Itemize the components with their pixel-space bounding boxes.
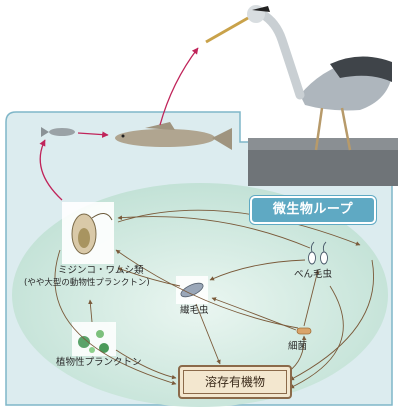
arrow-phyto-to-zooplankton — [88, 299, 93, 323]
phytoplankton-image — [72, 322, 116, 356]
arrow-right-return — [289, 259, 374, 381]
bacteria-label: 細菌 — [288, 341, 308, 352]
zooplankton-image — [62, 202, 114, 264]
arrow-flagellate-to-dom — [289, 285, 344, 389]
arrow-bacteria-to-zooplankton — [115, 249, 299, 329]
zooplankton-note: (やや大型の動物性プランクトン) — [24, 278, 150, 288]
arrow-ciliate-to-dom — [195, 303, 221, 365]
arrow-phyto-to-dom — [115, 349, 177, 380]
small-fish — [41, 127, 75, 137]
arrow-zooplankton-loop-top — [117, 209, 361, 246]
arrow-ciliate-to-zooplankton — [117, 267, 181, 287]
arrow-zooplankton-to-small-fish — [39, 139, 63, 201]
arrow-trout-to-heron — [159, 47, 199, 126]
microbial-loop-title: 微生物ループ — [250, 196, 376, 224]
arrow-bacteria-to-ciliate — [211, 297, 297, 331]
arrow-small-fish-to-trout — [77, 131, 109, 138]
phytoplankton-label: 植物性プランクトン — [56, 357, 142, 368]
zooplankton-label: ミジンコ・ワムシ類 — [58, 265, 144, 276]
arrow-zooplankton-to-dom — [54, 249, 177, 385]
arrow-flagellate-to-zooplankton — [117, 215, 311, 249]
dissolved-organic-matter-box: 溶存有機物 — [178, 365, 292, 399]
bacteria-image — [296, 327, 312, 335]
flagellate-image — [308, 241, 328, 265]
trout — [115, 122, 232, 150]
arrow-bacteria-to-flagellate — [303, 269, 320, 327]
heron-illustration — [205, 5, 398, 186]
flagellate-label: べん毛虫 — [294, 269, 333, 280]
arrow-flagellate-to-ciliate — [209, 259, 306, 281]
ciliate-label: 繊毛虫 — [180, 305, 209, 316]
